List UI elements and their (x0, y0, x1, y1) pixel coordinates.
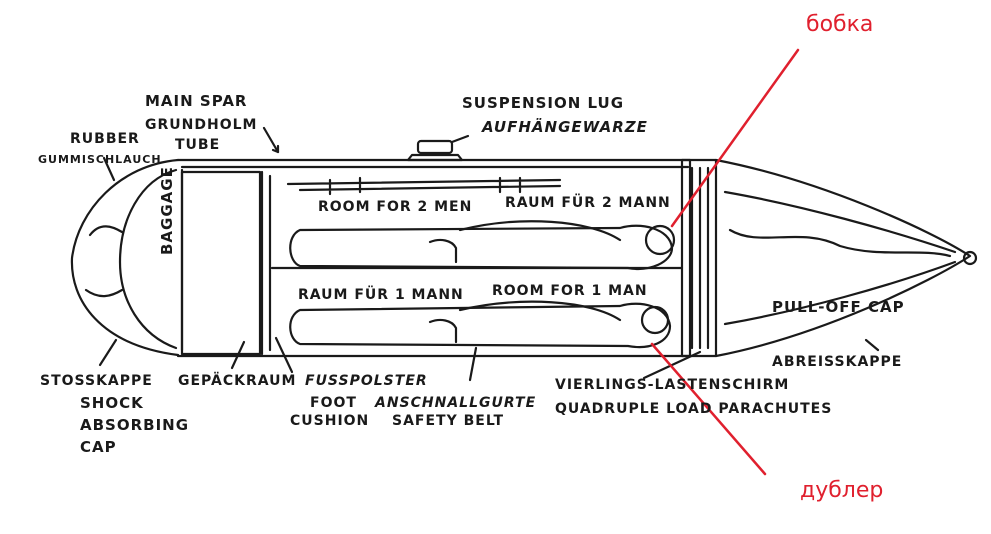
label-tube: TUBE (175, 137, 221, 153)
nose-cap (70, 158, 180, 357)
lower-figure (289, 302, 672, 349)
label-cushion: CUSHION (290, 413, 370, 429)
label-stosskappe: STOSSKAPPE (40, 373, 153, 389)
tail-ring (962, 250, 978, 266)
annotation-top: бобка (806, 12, 874, 37)
label-suspension-lug: SUSPENSION LUG (462, 94, 625, 112)
parachute-pack (680, 158, 718, 358)
label-main-spar: MAIN SPAR (145, 92, 248, 110)
container-body (176, 158, 692, 358)
label-baggage: BAGGAGE (158, 166, 176, 255)
annotation-line-bottom (650, 342, 767, 476)
label-anschnallgurte: ANSCHNALLGURTE (375, 395, 537, 411)
pull-off-cap (714, 158, 972, 358)
label-quadruple: QUADRUPLE LOAD PARACHUTES (555, 401, 833, 417)
label-fusspolster: FUSSPOLSTER (305, 373, 428, 389)
baggage-compartment (180, 170, 262, 356)
label-cap: CAP (80, 438, 117, 456)
label-grundholm: GRUNDHOLM (145, 117, 258, 133)
upper-figure (289, 224, 674, 270)
label-absorbing: ABSORBING (80, 416, 190, 434)
label-abreisskappe: ABREISSKAPPE (772, 354, 903, 370)
label-raum-fuer-1-mann: RAUM FÜR 1 MANN (298, 287, 464, 303)
label-gepaeckraum: GEPÄCKRAUM (178, 373, 297, 389)
suspension-lug (416, 139, 454, 155)
label-rubber: RUBBER (70, 131, 140, 147)
label-room-for-1-man: ROOM FOR 1 MAN (492, 283, 648, 299)
label-aufhaengewarze: AUFHÄNGEWARZE (482, 118, 648, 136)
label-gummischlauch: GUMMISCHLAUCH (38, 153, 162, 166)
label-shock: SHOCK (80, 394, 144, 412)
label-room-for-2-men: ROOM FOR 2 MEN (318, 199, 473, 215)
label-safety-belt: SAFETY BELT (392, 413, 504, 429)
nose-cap-inner (118, 168, 178, 350)
label-raum-fuer-2-mann: RAUM FÜR 2 MANN (505, 195, 671, 211)
nose-cap-fold (84, 225, 124, 298)
rifle-rack (286, 176, 562, 196)
annotation-line-top (670, 48, 800, 228)
annotation-bottom: дублер (800, 478, 884, 503)
label-pull-off-cap: PULL-OFF CAP (772, 298, 905, 316)
label-foot: FOOT (310, 395, 357, 411)
label-vierlings: VIERLINGS-LASTENSCHIRM (555, 377, 790, 393)
